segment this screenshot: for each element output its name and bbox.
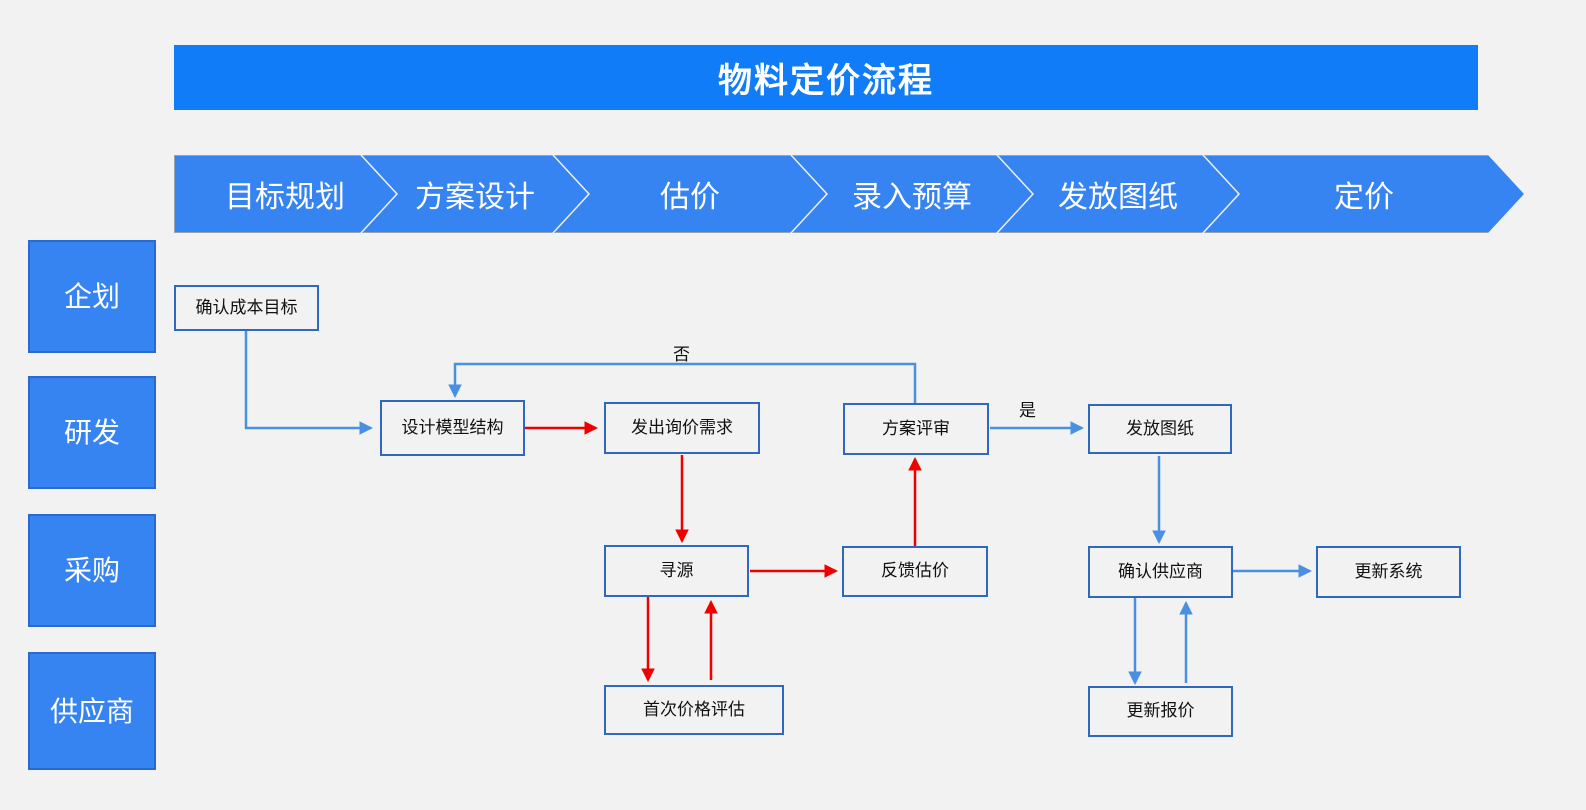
swimlane-label-purchasing[interactable]: 采购 — [28, 514, 156, 627]
edge-scheme-review-no-loop — [448, 362, 917, 403]
phase-chevron-0[interactable]: 目标规划 — [174, 155, 396, 233]
node-label-feedback-estimate: 反馈估价 — [881, 561, 949, 581]
phase-label-4: 发放图纸 — [1058, 181, 1178, 214]
node-label-confirm-supplier: 确认供应商 — [1118, 561, 1203, 581]
phase-band: 目标规划 方案设计 估价 录入预算 发放图纸 定价 — [174, 155, 1524, 233]
node-first-price-evaluation[interactable]: 首次价格评估 — [604, 685, 784, 735]
node-design-model-structure[interactable]: 设计模型结构 — [380, 400, 525, 456]
swimlane-label-text-0: 企划 — [63, 281, 120, 312]
node-confirm-supplier[interactable]: 确认供应商 — [1088, 546, 1233, 598]
phase-label-0: 目标规划 — [225, 181, 345, 214]
swimlane-label-planning[interactable]: 企划 — [28, 240, 156, 353]
node-confirm-cost-target[interactable]: 确认成本目标 — [174, 285, 319, 331]
swimlane-label-text-1: 研发 — [63, 417, 120, 448]
node-feedback-estimate[interactable]: 反馈估价 — [842, 546, 988, 597]
node-label-update-system: 更新系统 — [1354, 561, 1423, 581]
node-issue-inquiry-request[interactable]: 发出询价需求 — [604, 402, 760, 454]
phase-label-1: 方案设计 — [415, 181, 535, 214]
page-title-banner: 物料定价流程 — [174, 45, 1478, 110]
phase-chevron-4[interactable]: 发放图纸 — [998, 155, 1238, 233]
phase-label-2: 估价 — [660, 181, 720, 214]
node-label-update-quote: 更新报价 — [1126, 701, 1195, 721]
page-title: 物料定价流程 — [718, 62, 934, 100]
swimlane-label-text-2: 采购 — [63, 555, 120, 586]
node-label-scheme-review: 方案评审 — [882, 418, 950, 438]
node-update-quote[interactable]: 更新报价 — [1088, 686, 1233, 737]
node-label-first-price-evaluation: 首次价格评估 — [643, 699, 745, 719]
swimlane-label-supplier[interactable]: 供应商 — [28, 652, 156, 770]
swimlane-label-rnd[interactable]: 研发 — [28, 376, 156, 489]
phase-chevron-3[interactable]: 录入预算 — [792, 155, 1032, 233]
node-sourcing[interactable]: 寻源 — [604, 545, 749, 597]
node-update-system[interactable]: 更新系统 — [1316, 546, 1461, 598]
node-label-issue-drawings: 发放图纸 — [1126, 418, 1194, 438]
phase-label-3: 录入预算 — [852, 181, 972, 214]
edge-label-yes: 是 — [1019, 401, 1036, 420]
node-issue-drawings[interactable]: 发放图纸 — [1088, 404, 1232, 454]
node-label-sourcing: 寻源 — [659, 560, 694, 580]
node-label-design-model-structure: 设计模型结构 — [401, 417, 504, 437]
node-label-confirm-cost-target: 确认成本目标 — [195, 297, 298, 317]
node-scheme-review[interactable]: 方案评审 — [843, 403, 989, 455]
phase-label-5: 定价 — [1334, 181, 1394, 214]
node-label-issue-inquiry-request: 发出询价需求 — [631, 417, 733, 437]
edge-confirm-cost-to-design — [244, 331, 374, 435]
swimlane-label-text-3: 供应商 — [49, 695, 134, 727]
edge-label-no: 否 — [673, 345, 690, 364]
phase-chevron-2[interactable]: 估价 — [554, 155, 826, 233]
phase-chevron-5[interactable]: 定价 — [1204, 155, 1524, 233]
phase-chevron-1[interactable]: 方案设计 — [362, 155, 588, 233]
